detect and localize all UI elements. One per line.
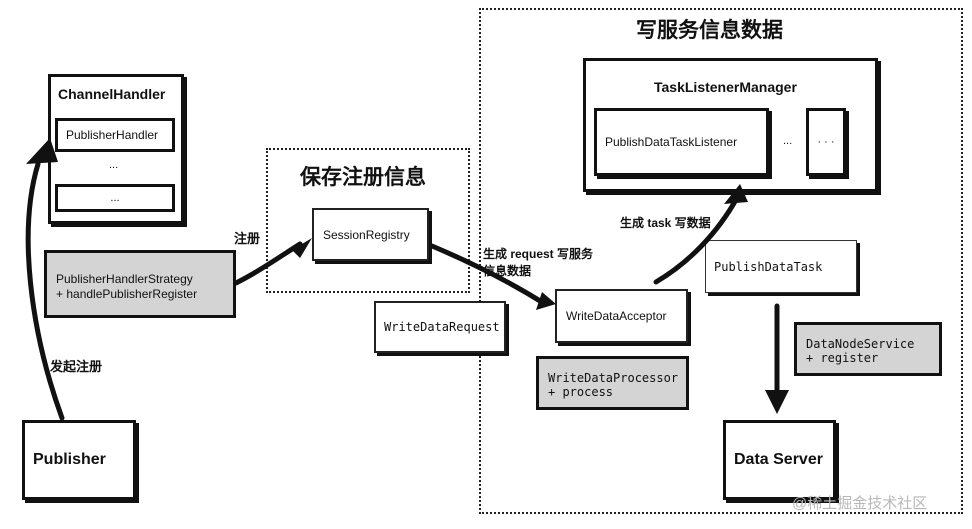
write-service-title: 写服务信息数据 xyxy=(636,19,783,42)
write-data-processor-box: WriteDataProcessor + process xyxy=(536,356,689,410)
edge-label-generate-task: 生成 task 写数据 xyxy=(620,216,711,230)
write-data-processor-line-2: + process xyxy=(548,385,614,399)
write-service-region xyxy=(479,8,963,514)
strategy-line-1: PublisherHandlerStrategy xyxy=(56,272,193,286)
task-listener-more-box: · · · xyxy=(806,108,846,176)
publisher-handler-label: PublisherHandler xyxy=(66,128,159,142)
data-node-service-line-1: DataNodeService xyxy=(806,337,915,351)
publish-data-task-label: PublishDataTask xyxy=(714,259,823,274)
channel-handler-ellipsis: ... xyxy=(109,159,119,171)
publish-data-task-box: PublishDataTask xyxy=(705,240,857,293)
session-registry-box: SessionRegistry xyxy=(312,208,429,261)
arrow-strategy-to-session-registry xyxy=(233,241,303,286)
arrowhead-data-server xyxy=(765,390,789,414)
write-data-request-box: WriteDataRequest xyxy=(374,301,506,353)
write-data-processor-line-1: WriteDataProcessor xyxy=(548,371,679,385)
task-listener-more-label: · · · xyxy=(817,136,835,148)
arrow-acceptor-to-listener xyxy=(653,195,740,285)
arrowhead-acceptor xyxy=(536,292,556,310)
edge-label-generate-request-1: 生成 request 写服务 xyxy=(483,247,594,261)
edge-label-register: 注册 xyxy=(234,231,261,246)
watermark: @稀土掘金技术社区 xyxy=(792,495,928,512)
data-server-label: Data Server xyxy=(734,451,823,468)
session-registry-label: SessionRegistry xyxy=(323,227,410,242)
publisher-handler-item: PublisherHandler xyxy=(55,118,175,152)
arrowhead-session-registry xyxy=(292,238,312,258)
write-data-acceptor-label: WriteDataAcceptor xyxy=(566,309,667,323)
data-node-service-line-2: + register xyxy=(806,351,879,365)
save-registration-title: 保存注册信息 xyxy=(300,166,426,189)
data-server-node: Data Server xyxy=(723,420,836,500)
publish-data-task-listener-label: PublishDataTaskListener xyxy=(605,135,738,149)
task-listener-manager-title: TaskListenerManager xyxy=(654,79,797,95)
publisher-handler-strategy-box: PublisherHandlerStrategy + handlePublish… xyxy=(44,250,236,318)
arrow-session-registry-to-acceptor xyxy=(429,243,548,307)
strategy-line-2: + handlePublisherRegister xyxy=(56,287,198,301)
arrow-publisher-to-channel-handler xyxy=(25,161,65,421)
channel-handler-item-more: ... xyxy=(55,184,175,212)
write-data-acceptor-box: WriteDataAcceptor xyxy=(555,289,688,343)
task-listener-ellipsis: ... xyxy=(783,135,793,147)
data-node-service-box: DataNodeService + register xyxy=(794,322,942,376)
write-data-request-label: WriteDataRequest xyxy=(384,320,500,334)
save-registration-region xyxy=(266,148,470,293)
publisher-label: Publisher xyxy=(33,451,106,468)
channel-handler-title: ChannelHandler xyxy=(58,86,166,102)
arrowhead-channel-handler xyxy=(26,138,58,164)
edge-label-initiate-registration: 发起注册 xyxy=(50,359,103,374)
publisher-node: Publisher xyxy=(22,420,136,500)
publish-data-task-listener-box: PublishDataTaskListener xyxy=(594,108,769,176)
channel-handler-item-more-label: ... xyxy=(110,192,120,204)
arrowhead-listener xyxy=(724,184,748,204)
